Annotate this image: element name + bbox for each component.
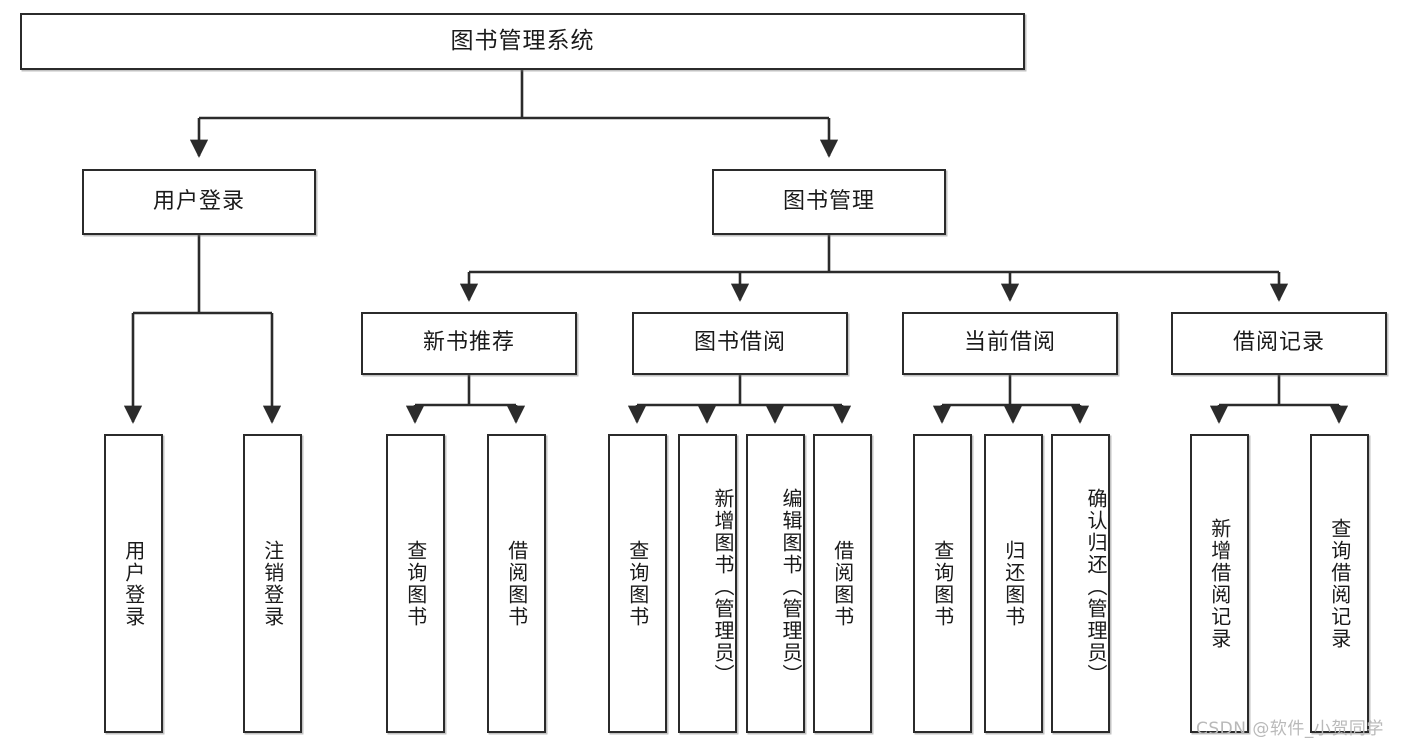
node-book-borrow[interactable]: 图书借阅 bbox=[632, 312, 848, 375]
node-leaf-user-login[interactable]: 用户登录 bbox=[104, 434, 163, 733]
node-leaf-add-book-admin[interactable]: 新增图书（管理员） bbox=[678, 434, 737, 733]
node-user-login[interactable]: 用户登录 bbox=[82, 169, 316, 235]
node-new-book-recommend[interactable]: 新书推荐 bbox=[361, 312, 577, 375]
node-leaf-confirm-return-admin[interactable]: 确认归还（管理员） bbox=[1051, 434, 1110, 733]
node-leaf-query-book-current[interactable]: 查询图书 bbox=[913, 434, 972, 733]
csdn-watermark: CSDN @软件_小贺同学 bbox=[1196, 719, 1384, 739]
node-borrow-record[interactable]: 借阅记录 bbox=[1171, 312, 1387, 375]
node-book-manage[interactable]: 图书管理 bbox=[712, 169, 946, 235]
node-leaf-borrow-book-recommend[interactable]: 借阅图书 bbox=[487, 434, 546, 733]
node-leaf-query-book-recommend[interactable]: 查询图书 bbox=[386, 434, 445, 733]
node-leaf-edit-book-admin[interactable]: 编辑图书（管理员） bbox=[746, 434, 805, 733]
node-leaf-add-borrow-record[interactable]: 新增借阅记录 bbox=[1190, 434, 1249, 733]
node-leaf-query-book-borrow[interactable]: 查询图书 bbox=[608, 434, 667, 733]
node-leaf-borrow-book-borrow[interactable]: 借阅图书 bbox=[813, 434, 872, 733]
node-leaf-return-book[interactable]: 归还图书 bbox=[984, 434, 1043, 733]
node-leaf-logout-login[interactable]: 注销登录 bbox=[243, 434, 302, 733]
node-leaf-query-borrow-record[interactable]: 查询借阅记录 bbox=[1310, 434, 1369, 733]
node-current-borrow[interactable]: 当前借阅 bbox=[902, 312, 1118, 375]
node-root-system[interactable]: 图书管理系统 bbox=[20, 13, 1025, 70]
